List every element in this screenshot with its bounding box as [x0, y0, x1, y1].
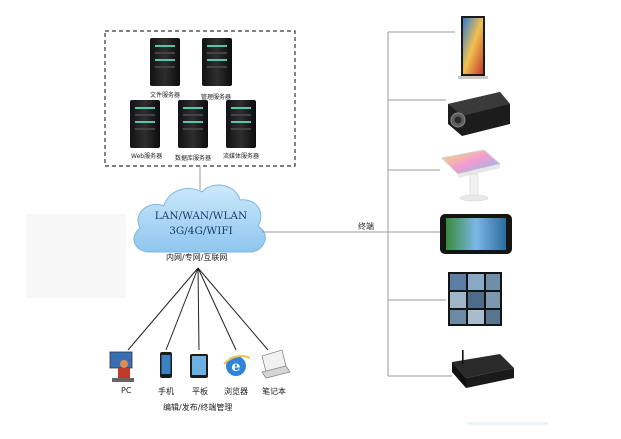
network-types-line1: LAN/WAN/WLAN [154, 210, 248, 222]
set-top-box-icon [452, 350, 514, 388]
tablet-icon [190, 354, 208, 378]
browser-icon: e [223, 355, 251, 376]
bottom-strip [468, 422, 548, 425]
web-server-label: Web服务器 [131, 153, 163, 160]
phone-icon [160, 352, 172, 378]
browser-label: 浏览器 [224, 387, 248, 396]
pc-label: PC [121, 386, 132, 395]
client-links [127, 267, 269, 351]
tablet-label: 平板 [192, 387, 208, 396]
laptop-icon [261, 349, 291, 379]
cloud-icon [133, 184, 266, 253]
web-server-icon [130, 100, 160, 148]
network-caption: 内网/专网/互联网 [166, 253, 228, 262]
terminal-label: 终端 [358, 222, 374, 231]
manage-server-label: 管理服务器 [201, 94, 232, 101]
network-types-line2: 3G/4G/WIFI [169, 225, 233, 237]
projector-icon [448, 92, 510, 136]
file-server-label: 文件服务器 [150, 92, 181, 99]
file-server-icon [150, 38, 180, 86]
manage-server-icon [202, 38, 232, 86]
phone-label: 手机 [158, 387, 174, 396]
database-server-label: 数据库服务器 [175, 155, 212, 162]
clients-caption: 编辑/发布/终端管理 [163, 403, 233, 412]
video-wall-icon [448, 272, 502, 326]
database-server-icon [178, 100, 208, 148]
media-server-icon [226, 100, 256, 148]
laptop-label: 笔记本 [262, 387, 286, 396]
touch-kiosk-icon [440, 149, 502, 202]
tablet-display-icon [440, 214, 512, 254]
background-panel [26, 214, 126, 298]
media-server-label: 流媒体服务器 [223, 153, 260, 160]
standing-display-icon [458, 16, 488, 79]
svg-text:e: e [232, 359, 241, 375]
pc-icon [109, 351, 134, 382]
